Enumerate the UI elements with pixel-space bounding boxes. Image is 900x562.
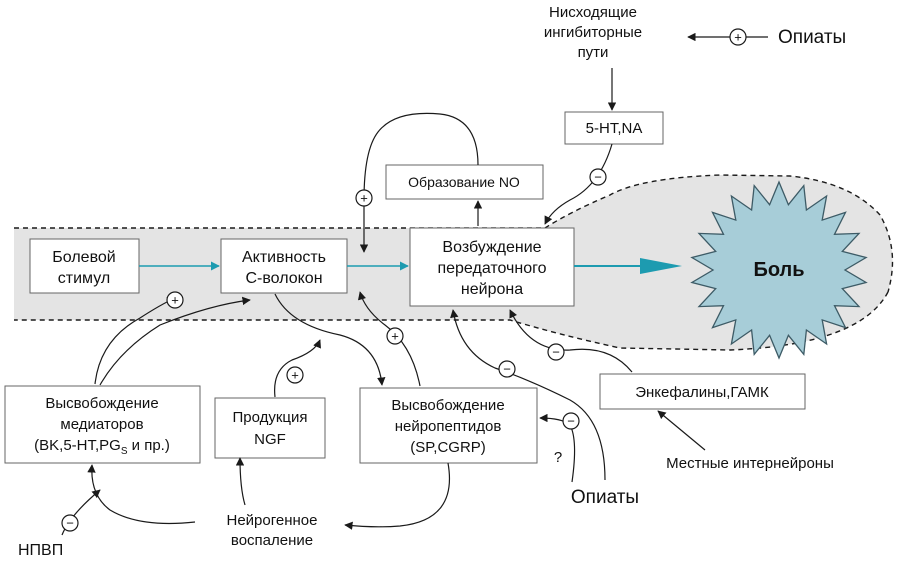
box-cfiber: [220, 238, 348, 294]
pain-starburst: [690, 180, 868, 360]
neuron-label-2: передаточного: [437, 260, 546, 277]
arrow-cfiber-neuropeptides: [274, 293, 386, 386]
sign-minus-nsaid: −: [61, 514, 79, 532]
interneurons-label: Местные интернейроны: [666, 455, 834, 472]
svg-text:−: −: [552, 345, 560, 360]
sign-circles: + − + + + + − −: [61, 28, 747, 532]
sign-minus-opioids-neuron: −: [498, 360, 516, 378]
arrow-ngf-cfiber: [274, 339, 321, 398]
sign-plus-no-loop: +: [355, 189, 373, 207]
svg-text:−: −: [503, 362, 511, 377]
neuropeptides-label-3: (SP,CGRP): [410, 439, 486, 456]
svg-text:+: +: [291, 368, 299, 383]
opioids-bottom-label: Опиаты: [571, 487, 639, 508]
mediators-label-3: (BK,5-HT,PGS и пр.): [34, 437, 170, 457]
box-ht-na: [564, 111, 664, 145]
mediators-label-2: медиаторов: [60, 416, 143, 433]
line-htna-inhibit: [544, 143, 613, 225]
pain-label: Боль: [753, 259, 804, 281]
descending-pathways-label-3: пути: [578, 44, 609, 61]
sign-plus-neuropeptides: +: [386, 327, 404, 345]
sign-minus-enkephalins: −: [547, 343, 565, 361]
arrow-mediators-stimulus: [94, 297, 176, 385]
svg-text:−: −: [66, 516, 74, 531]
sign-plus-mediators: +: [166, 291, 184, 309]
box-no: [385, 164, 544, 200]
no-formation-label: Образование NO: [408, 174, 520, 190]
box-enkephalins: [599, 373, 806, 410]
sign-plus-ngf: +: [286, 366, 304, 384]
box-neuropeptides: [359, 387, 538, 464]
box-mediators: [4, 385, 201, 464]
mediators-label-1: Высвобождение: [45, 395, 158, 412]
arrow-neuron-pain-head: [640, 258, 682, 274]
svg-text:+: +: [171, 293, 179, 308]
arrow-neuropeptides-inflammation: [344, 462, 450, 530]
stimulus-label-2: стимул: [58, 270, 110, 287]
nerve-outline-bottom: [14, 291, 889, 351]
cfiber-label-1: Активность: [242, 249, 326, 266]
question-mark: ?: [554, 449, 562, 466]
descending-pathways-label-2: ингибиторные: [544, 24, 642, 41]
cfiber-label-2: С-волокон: [245, 270, 322, 287]
inflammation-label-2: воспаление: [231, 532, 313, 549]
nsaid-label: НПВП: [18, 542, 63, 559]
arrow-inflammation-ngf: [235, 457, 246, 506]
box-ngf: [214, 397, 326, 459]
svg-text:−: −: [594, 170, 602, 185]
arrow-inflammation-mediators: [87, 464, 196, 525]
sign-plus-opioids-top: +: [729, 28, 747, 46]
neuron-label-3: нейрона: [461, 281, 523, 298]
svg-text:+: +: [734, 30, 742, 45]
arrow-nsaid-mediators: [61, 489, 101, 536]
arrow-interneurons-enkephalins: [657, 410, 706, 451]
opioids-top-label: Опиаты: [778, 27, 846, 48]
neuropeptides-label-1: Высвобождение: [391, 397, 504, 414]
arrow-neuropeptides-neuron: [357, 291, 421, 387]
ht-na-label: 5-HT,NA: [586, 120, 643, 137]
svg-text:+: +: [360, 191, 368, 206]
inflammation-label-1: Нейрогенное: [227, 512, 318, 529]
box-stimulus: [29, 238, 140, 294]
sign-minus-opioids-neuropeptides: −: [562, 412, 580, 430]
svg-text:−: −: [567, 414, 575, 429]
neuron-label-1: Возбуждение: [442, 239, 541, 256]
arrow-opioids-neuron: [450, 309, 606, 481]
box-neuron: [409, 227, 575, 307]
ngf-label-1: Продукция: [232, 409, 307, 426]
enkephalins-label: Энкефалины,ГАМК: [635, 384, 769, 401]
descending-pathways-label-1: Нисходящие: [549, 4, 637, 21]
arrow-enkephalins-neuron: [509, 309, 633, 373]
svg-text:+: +: [391, 329, 399, 344]
stimulus-label-1: Болевой: [52, 249, 115, 266]
loop-no-cfiber: [359, 112, 479, 253]
sign-minus-htna: −: [589, 168, 607, 186]
arrow-mediators-cfiber: [99, 296, 251, 386]
nerve-outline-top: [14, 174, 894, 293]
neuropeptides-label-2: нейропептидов: [395, 418, 502, 435]
ngf-label-2: NGF: [254, 431, 286, 448]
